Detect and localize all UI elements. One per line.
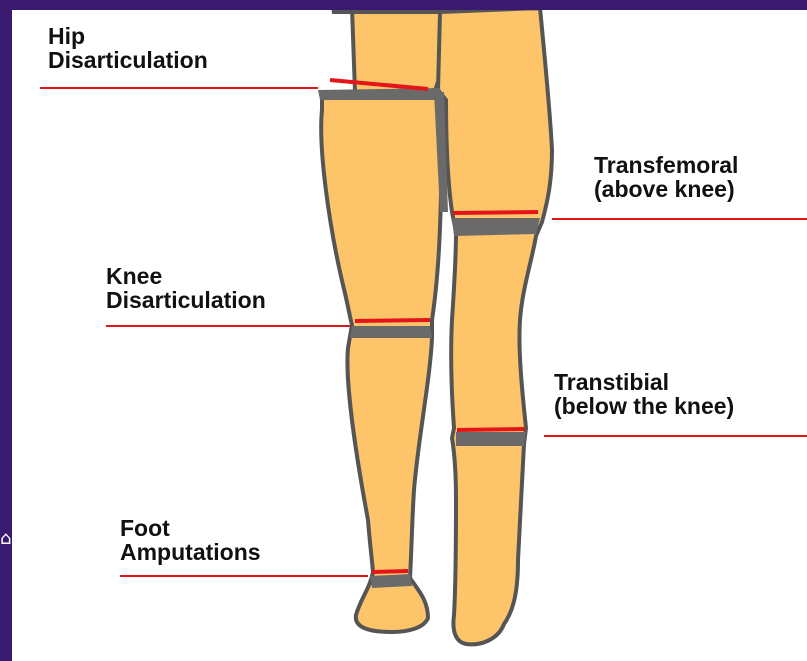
diagram-canvas: Hip Disarticulation Transfemoral (above … — [12, 10, 807, 661]
right-leg-shape — [438, 10, 552, 644]
knee-band — [350, 326, 432, 338]
foot-band — [370, 574, 412, 588]
transtibial-label: Transtibial (below the knee) — [554, 370, 734, 418]
transtibial-cut-line — [457, 429, 525, 430]
transfemoral-cut-line — [453, 212, 538, 213]
knee-cut-line — [355, 320, 430, 321]
transtibial-band — [456, 432, 526, 446]
foot-amputations-label: Foot Amputations — [120, 516, 261, 564]
knee-disarticulation-label: Knee Disarticulation — [106, 264, 266, 312]
hip-disarticulation-label: Hip Disarticulation — [48, 24, 208, 72]
transfemoral-band — [452, 218, 540, 236]
home-icon: ⌂ — [0, 528, 11, 549]
transfemoral-label: Transfemoral (above knee) — [594, 153, 738, 201]
foot-cut-line — [372, 571, 408, 572]
